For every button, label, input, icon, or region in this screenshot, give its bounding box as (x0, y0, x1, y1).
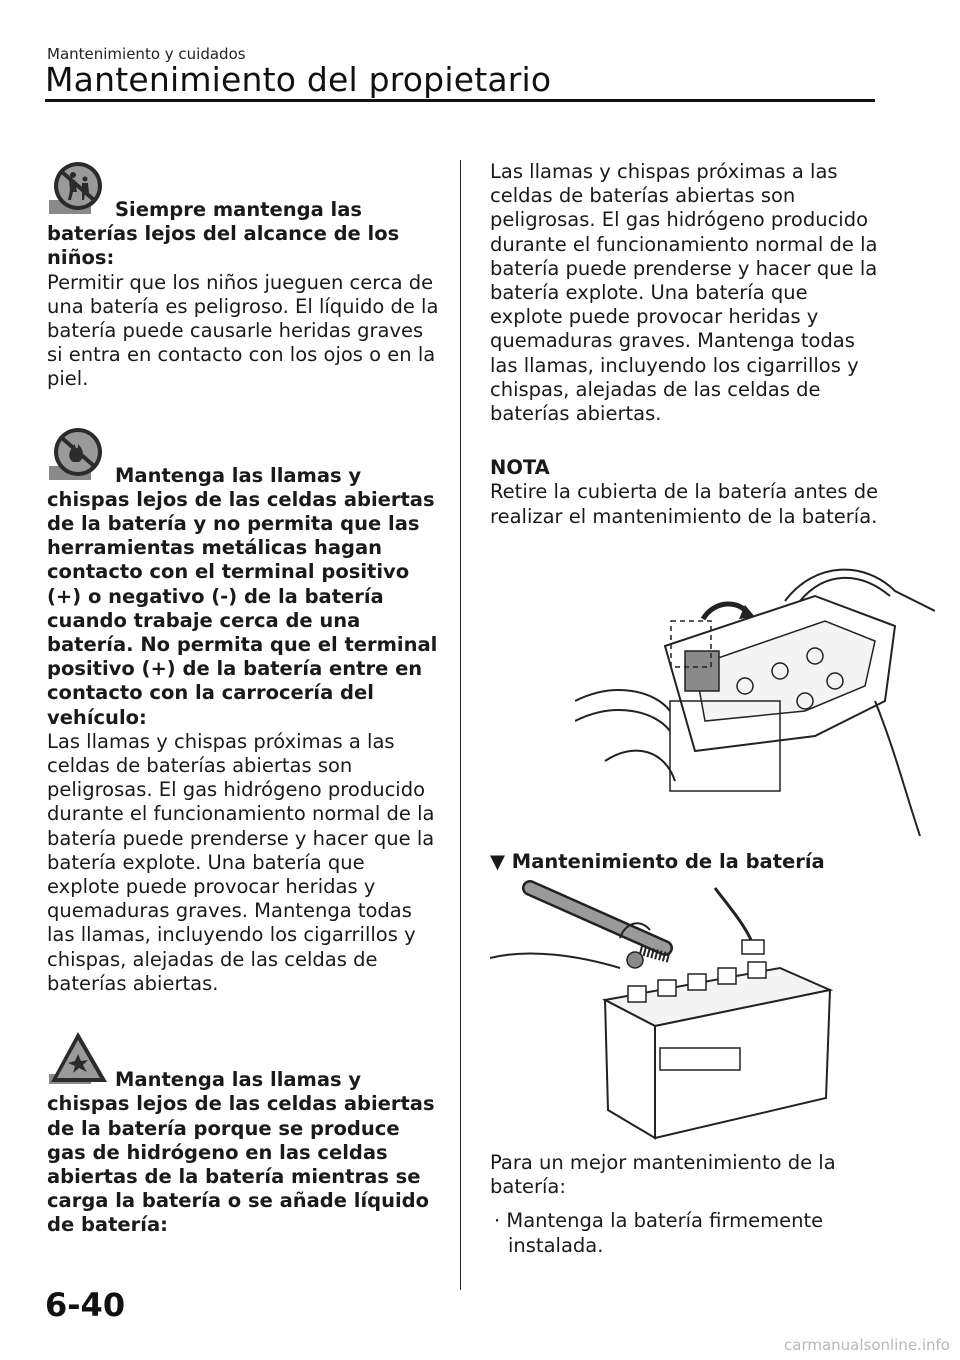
battery-cleaning-illustration (490, 878, 870, 1144)
warning-explosion: Mantenga las llamas y chispas lejos de l… (47, 1030, 442, 1237)
warning-flames-body: Las llamas y chispas próximas a las celd… (47, 729, 435, 995)
left-column: Siempre mantenga las baterías lejos del … (47, 160, 442, 1238)
warning-children-title: Siempre mantenga las baterías lejos del … (47, 198, 400, 270)
explosion-warning-icon (47, 1030, 109, 1092)
continued-body: Las llamas y chispas próximas a las celd… (490, 160, 878, 426)
battery-cover-illustration (575, 550, 935, 836)
nota-body: Retire la cubierta de la batería antes d… (490, 480, 879, 528)
subsection-marker: ▼ (490, 849, 505, 873)
subsection-heading: ▼ Mantenimiento de la batería (490, 850, 885, 874)
page-number: 6-40 (45, 1286, 126, 1324)
bullet-item: · Mantenga la batería firmemente instala… (490, 1209, 885, 1257)
section-breadcrumb: Mantenimiento y cuidados (47, 45, 246, 63)
keep-children-away-icon (47, 160, 109, 222)
warning-children-body: Permitir que los niños jueguen cerca de … (47, 270, 439, 391)
warning-children: Siempre mantenga las baterías lejos del … (47, 160, 442, 392)
bullet-char: · (494, 1209, 501, 1233)
title-rule (45, 99, 875, 102)
right-column: Las llamas y chispas próximas a las celd… (490, 160, 935, 1258)
page-title: Mantenimiento del propietario (45, 60, 552, 99)
warning-flames: Mantenga las llamas y chispas lejos de l… (47, 426, 442, 996)
watermark: carmanualsonline.info (784, 1336, 950, 1354)
nota-title: NOTA (490, 456, 550, 480)
no-flames-icon (47, 426, 109, 488)
warning-flames-title: Mantenga las llamas y chispas lejos de l… (47, 463, 438, 729)
maintenance-intro: Para un mejor mantenimiento de la baterí… (490, 1151, 836, 1199)
column-divider (460, 160, 461, 1290)
subsection-title: Mantenimiento de la batería (511, 849, 825, 873)
warning-explosion-title: Mantenga las llamas y chispas lejos de l… (47, 1068, 435, 1237)
bullet-text: Mantenga la batería firmemente instalada… (506, 1209, 824, 1257)
